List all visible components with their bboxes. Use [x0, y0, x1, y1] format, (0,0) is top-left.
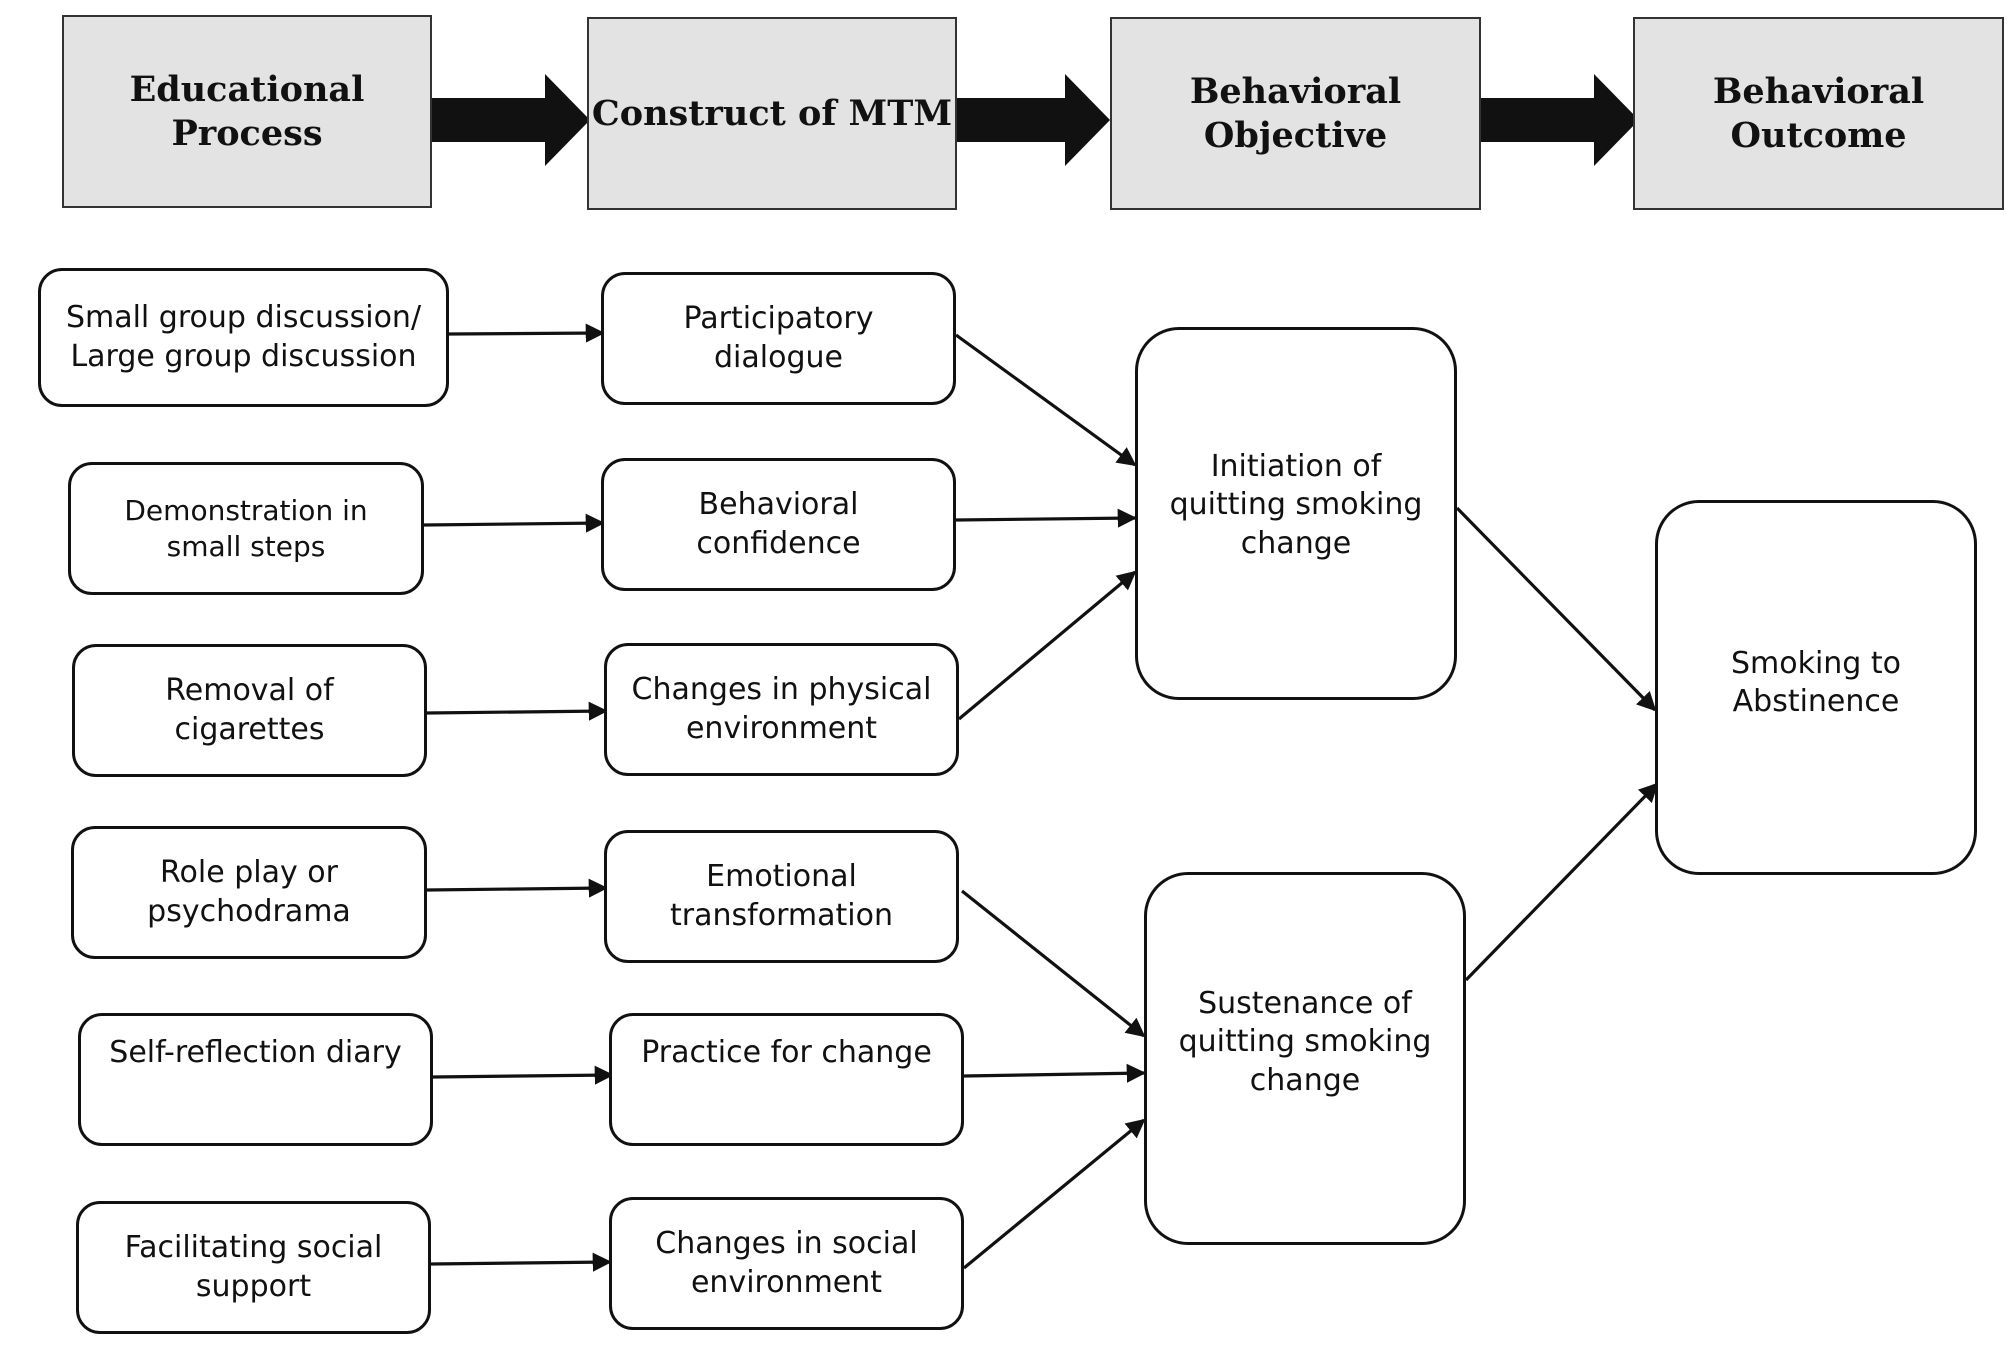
header-educational-process: Educational Process — [62, 15, 432, 208]
construct-text-line: environment — [685, 710, 878, 746]
construct-box-changes-in-social-environment: Changes in social environment — [609, 1197, 964, 1330]
header-arrow-2 — [957, 74, 1110, 166]
construct-box-participatory-dialogue: Participatory dialogue — [601, 272, 956, 405]
objective-text-line: change — [1240, 525, 1352, 561]
header-line: Construct of MTM — [591, 92, 953, 134]
objective-box-sustenance: Sustenance of quitting smoking change — [1144, 872, 1466, 1245]
construct-text-line: transformation — [670, 897, 893, 933]
construct-text-line: Changes in social — [655, 1226, 918, 1262]
header-line: Outcome — [1730, 114, 1907, 156]
construct-text-line: Changes in physical — [631, 672, 932, 708]
process-box-removal-of-cigarettes: Removal of cigarettes — [72, 644, 427, 777]
construct-text-line: environment — [690, 1264, 883, 1300]
header-construct-of-mtm: Construct of MTM — [587, 17, 957, 210]
construct-box-changes-in-physical-environment: Changes in physical environment — [604, 643, 959, 776]
header-line: Behavioral — [1189, 70, 1402, 112]
objective-text-line: quitting smoking — [1178, 1024, 1432, 1060]
construct-text-line: Practice for change — [641, 1035, 932, 1070]
construct-text-line: dialogue — [714, 339, 843, 375]
process-text-line: psychodrama — [147, 893, 351, 929]
arrow-construct-5-to-sustenance — [963, 1063, 1146, 1083]
header-line: Objective — [1203, 114, 1388, 156]
header-line: Process — [171, 112, 323, 154]
process-text-line: small steps — [166, 529, 326, 563]
process-text-line: cigarettes — [174, 711, 325, 747]
header-arrow-1 — [432, 74, 590, 166]
objective-box-initiation: Initiation of quitting smoking change — [1135, 327, 1457, 700]
construct-text-line: Behavioral — [698, 487, 859, 523]
header-arrow-3 — [1481, 74, 1639, 166]
objective-text-line: change — [1249, 1062, 1361, 1098]
construct-text-line: Participatory — [683, 301, 874, 337]
outcome-text-line: Abstinence — [1732, 684, 1900, 720]
arrow-construct-1-to-initiation — [955, 333, 1137, 467]
process-box-role-play: Role play or psychodrama — [71, 826, 427, 959]
process-text-line: Removal of — [165, 673, 334, 709]
objective-text-line: quitting smoking — [1169, 487, 1423, 523]
arrow-process-5-to-construct-5 — [432, 1065, 614, 1085]
header-behavioral-objective: Behavioral Objective — [1110, 17, 1481, 210]
construct-text-line: Emotional — [706, 859, 857, 895]
arrow-sustenance-to-outcome — [1464, 782, 1659, 982]
process-box-facilitating-social-support: Facilitating social support — [76, 1201, 431, 1334]
process-box-small-group-discussion: Small group discussion/ Large group disc… — [38, 268, 449, 407]
arrow-construct-4-to-sustenance — [961, 889, 1146, 1038]
process-text-line: Large group discussion — [70, 338, 417, 374]
process-text-line: Small group discussion/ — [65, 300, 422, 336]
objective-text-line: Sustenance of — [1198, 986, 1412, 1021]
process-text-line: Facilitating social — [124, 1230, 383, 1266]
process-text-line: Role play or — [160, 855, 338, 891]
arrow-process-2-to-construct-2 — [423, 513, 605, 533]
header-behavioral-outcome: Behavioral Outcome — [1633, 17, 2004, 210]
outcome-box-smoking-to-abstinence: Smoking to Abstinence — [1655, 500, 1977, 875]
arrow-process-4-to-construct-4 — [426, 878, 608, 898]
construct-text-line: confidence — [696, 525, 861, 561]
arrow-process-3-to-construct-3 — [426, 701, 608, 721]
process-box-demonstration: Demonstration in small steps — [68, 462, 424, 595]
header-line: Behavioral — [1712, 70, 1925, 112]
arrow-construct-6-to-sustenance — [962, 1118, 1146, 1270]
construct-box-behavioral-confidence: Behavioral confidence — [601, 458, 956, 591]
arrow-process-1-to-construct-1 — [448, 323, 605, 343]
arrow-construct-3-to-initiation — [957, 570, 1137, 721]
process-text-line: Demonstration in — [124, 493, 368, 527]
construct-box-emotional-transformation: Emotional transformation — [604, 830, 959, 963]
arrow-initiation-to-outcome — [1455, 506, 1657, 712]
construct-box-practice-for-change: Practice for change — [609, 1013, 964, 1146]
objective-text-line: Initiation of — [1210, 449, 1382, 484]
header-line: Educational — [129, 68, 365, 110]
process-box-self-reflection-diary: Self-reflection diary — [78, 1013, 433, 1146]
arrow-process-6-to-construct-6 — [430, 1252, 612, 1272]
process-text-line: Self-reflection diary — [109, 1035, 402, 1070]
outcome-text-line: Smoking to — [1730, 646, 1902, 681]
process-text-line: support — [195, 1268, 312, 1304]
arrow-construct-2-to-initiation — [955, 508, 1137, 528]
